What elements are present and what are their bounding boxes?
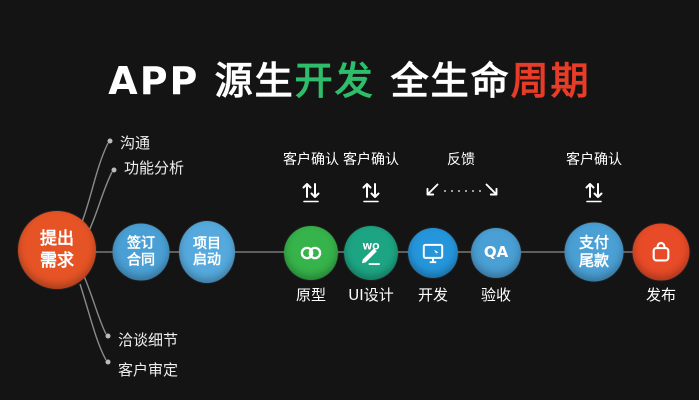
- svg-text:WO: WO: [362, 243, 379, 253]
- pencil-wo-icon: WO: [361, 243, 380, 265]
- start-line2: 需求: [40, 251, 74, 271]
- step-label-development: 开发: [417, 286, 449, 304]
- swap-vertical-arrows-icon: [362, 183, 380, 203]
- annotation-feedback: 反馈: [447, 152, 475, 168]
- title-part-app: APP 源生: [108, 59, 295, 103]
- kickoff-line1: 项目: [193, 235, 221, 252]
- monitor-icon: [422, 243, 444, 264]
- arrow-down-left-icon: [426, 183, 439, 196]
- step-label-release: 发布: [645, 286, 677, 304]
- node-final-payment: 支付 尾款: [564, 222, 624, 282]
- annotation-client-confirm-3: 客户确认: [566, 152, 622, 168]
- page-title: APP 源生开发全生命周期: [0, 50, 699, 105]
- annotation-client-confirm-1: 客户确认: [283, 152, 339, 168]
- arrow-down-right-icon: [485, 183, 498, 196]
- node-development: [408, 228, 458, 278]
- swap-vertical-arrows-icon: [585, 183, 603, 203]
- title-part-cycle: 周期: [510, 59, 591, 103]
- branch-label-discuss-details: 洽谈细节: [118, 331, 179, 349]
- qa-badge: QA: [483, 243, 509, 262]
- payment-line2: 尾款: [578, 251, 609, 269]
- step-label-ui-design: UI设计: [348, 286, 394, 304]
- chain-link-icon: [300, 246, 322, 260]
- branch-label-client-review: 客户审定: [118, 361, 179, 379]
- shopping-bag-icon: [652, 242, 670, 262]
- sign-line1: 签订: [127, 235, 155, 252]
- node-sign-contract: 签订 合同: [112, 223, 170, 281]
- node-prototype: [284, 226, 338, 280]
- step-label-acceptance: 验收: [480, 286, 512, 304]
- branch-label-function-analysis: 功能分析: [124, 159, 185, 177]
- annotation-client-confirm-2: 客户确认: [343, 152, 399, 168]
- payment-line1: 支付: [578, 233, 609, 252]
- node-release: [632, 223, 690, 281]
- node-start-requirement: 提出 需求: [18, 211, 96, 289]
- node-ui-design: WO: [344, 226, 398, 280]
- sign-line2: 合同: [127, 252, 155, 268]
- start-line1: 提出: [40, 228, 74, 249]
- kickoff-line2: 启动: [193, 252, 221, 268]
- node-acceptance-qa: QA: [471, 228, 521, 278]
- node-project-kickoff: 项目 启动: [179, 221, 235, 283]
- title-part-dev: 开发: [294, 59, 375, 103]
- title-part-lifecycle: 全生命: [390, 59, 511, 103]
- branch-dots: [105, 138, 117, 365]
- step-label-prototype: 原型: [295, 286, 327, 304]
- branch-curves: [79, 142, 113, 361]
- branch-label-communication: 沟通: [120, 134, 151, 152]
- swap-vertical-arrows-icon: [302, 183, 320, 203]
